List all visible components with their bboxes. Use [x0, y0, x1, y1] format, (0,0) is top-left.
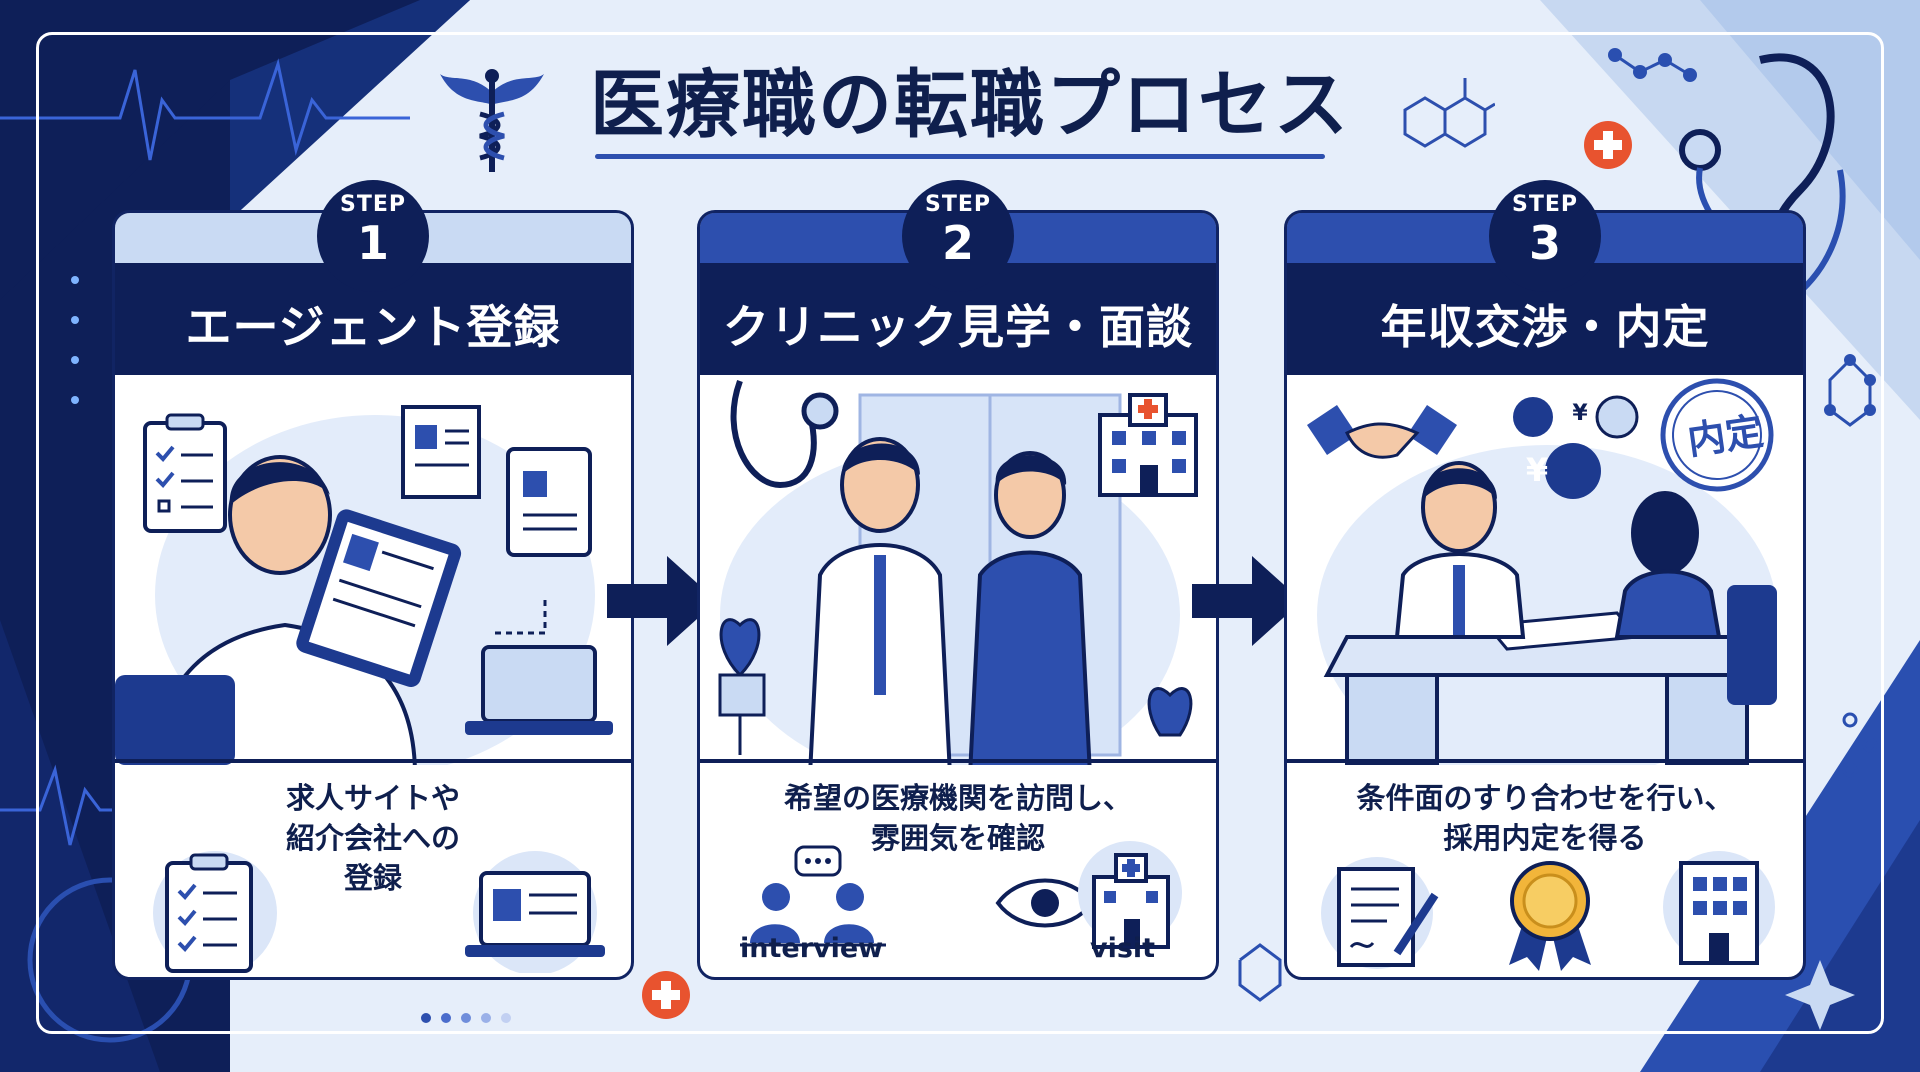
medical-cross-icon — [642, 971, 690, 1019]
contract-icon — [1321, 857, 1439, 969]
yen-symbol: ¥ — [1488, 401, 1504, 426]
step-description: 求人サイトや 紹介会社への 登録 — [285, 781, 460, 895]
handshake-icon — [1307, 405, 1457, 459]
step-title: クリニック見学・面談 — [723, 300, 1193, 354]
eye-icon — [995, 878, 1095, 928]
title-underline — [595, 154, 1325, 159]
molecule-icon — [1403, 78, 1495, 148]
medal-icon — [1509, 861, 1591, 971]
office-building-icon — [1663, 851, 1775, 965]
step-1-icons — [153, 851, 605, 973]
step-card-3: 年収交渉・内定 内定 ¥ ¥ ¥ — [1284, 210, 1806, 980]
step-3-icons — [1321, 851, 1775, 971]
step-title: エージェント登録 — [185, 300, 561, 354]
visit-caption: visit — [1090, 933, 1156, 964]
next-step-arrow — [1192, 556, 1302, 646]
outer-frame — [36, 32, 1884, 1034]
step-card-1: エージェント登録 — [112, 210, 634, 980]
step-badge-1: STEP 1 — [317, 180, 429, 292]
clipboard-checklist-icon — [143, 413, 227, 533]
step-description: 希望の医療機関を訪問し、 雰囲気を確認 — [783, 781, 1132, 855]
interview-caption: interview — [740, 933, 884, 964]
clipboard-checklist-icon — [153, 851, 277, 973]
laptop-profile-icon — [465, 851, 605, 973]
step-description: 条件面のすり合わせを行い、 採用内定を得る — [1356, 781, 1734, 855]
step-card-2: クリニック見学・面談 希望 — [697, 210, 1219, 980]
negotiation-illustration — [1287, 378, 1803, 765]
next-step-arrow — [607, 556, 717, 646]
page-title: 医療職の転職プロセス — [590, 62, 1350, 148]
agent-registration-illustration — [115, 405, 631, 765]
clinic-visit-illustration — [700, 379, 1216, 765]
yen-symbol: ¥ — [1572, 401, 1588, 426]
step-2-icons — [740, 841, 1182, 949]
step-badge-3: STEP 3 — [1489, 180, 1601, 292]
offer-stamp-icon — [1660, 378, 1774, 492]
hospital-icon — [1078, 841, 1182, 949]
hospital-icon — [1098, 393, 1198, 497]
step-title: 年収交渉・内定 — [1380, 300, 1710, 354]
yen-symbol: ¥ — [1525, 451, 1549, 489]
interview-icon — [740, 845, 886, 947]
stethoscope-icon — [730, 379, 839, 489]
caduceus-icon — [440, 69, 544, 172]
step-badge-2: STEP 2 — [902, 180, 1014, 292]
pagination-dots — [421, 1013, 511, 1023]
medical-cross-icon — [1584, 121, 1632, 169]
